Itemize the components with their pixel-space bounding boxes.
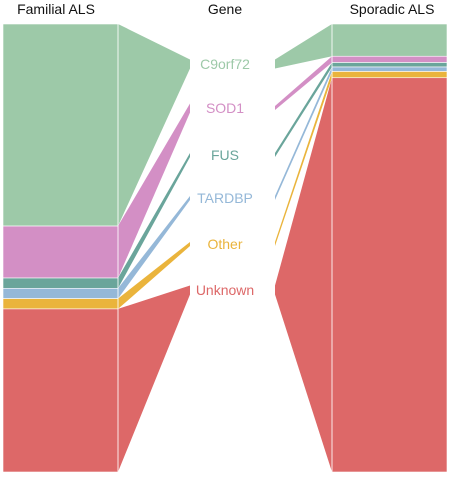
sporadic-als-column-title: Sporadic ALS [350, 1, 435, 17]
flow-familial-sod1 [118, 103, 190, 279]
sporadic-bar-other [331, 71, 448, 79]
familial-bar-unknown [2, 308, 119, 473]
flow-sporadic-other [275, 71, 332, 246]
flow-familial-tardbp [118, 195, 190, 299]
flow-sporadic-tardbp [275, 67, 332, 201]
gene-label-backdrop-fus [209, 145, 241, 165]
sporadic-bar-unknown [331, 77, 448, 473]
gene-label-backdrop-c9orf72 [193, 54, 257, 74]
flow-familial-other [118, 241, 190, 309]
flow-sporadic-unknown [275, 77, 332, 472]
flow-familial-unknown [118, 285, 190, 472]
flow-familial-fus [118, 152, 190, 289]
familial-bar-other [2, 298, 119, 310]
bar-group [2, 23, 448, 473]
flow-familial-c9orf72 [118, 24, 190, 227]
flow-group [118, 24, 332, 472]
familial-bar-fus [2, 277, 119, 289]
gene-label-unknown: Unknown [196, 282, 254, 298]
gene-label-c9orf72: C9orf72 [200, 56, 250, 72]
gene-label-backdrop-tardbp [197, 188, 253, 208]
familial-bar-sod1 [2, 225, 119, 279]
gene-label-backdrop-unknown [193, 280, 257, 300]
familial-bar-c9orf72 [2, 23, 119, 227]
familial-bar-tardbp [2, 288, 119, 299]
gene-label-other: Other [207, 236, 242, 252]
gene-label-sod1: SOD1 [206, 100, 244, 116]
flow-sporadic-c9orf72 [275, 24, 332, 69]
gene-column-title: Gene [208, 1, 242, 17]
familial-als-column-title: Familial ALS [17, 1, 95, 17]
sporadic-bar-sod1 [331, 55, 448, 63]
sporadic-bar-tardbp [331, 66, 448, 72]
gene-label-backdrop-sod1 [205, 98, 245, 118]
sporadic-bar-c9orf72 [331, 23, 448, 57]
gene-label-tardbp: TARDBP [197, 190, 253, 206]
flow-sporadic-sod1 [275, 56, 332, 110]
gene-label-backdrop-other [201, 234, 249, 254]
sporadic-bar-fus [331, 62, 448, 68]
gene-label-fus: FUS [211, 147, 239, 163]
flow-sporadic-fus [275, 62, 332, 157]
